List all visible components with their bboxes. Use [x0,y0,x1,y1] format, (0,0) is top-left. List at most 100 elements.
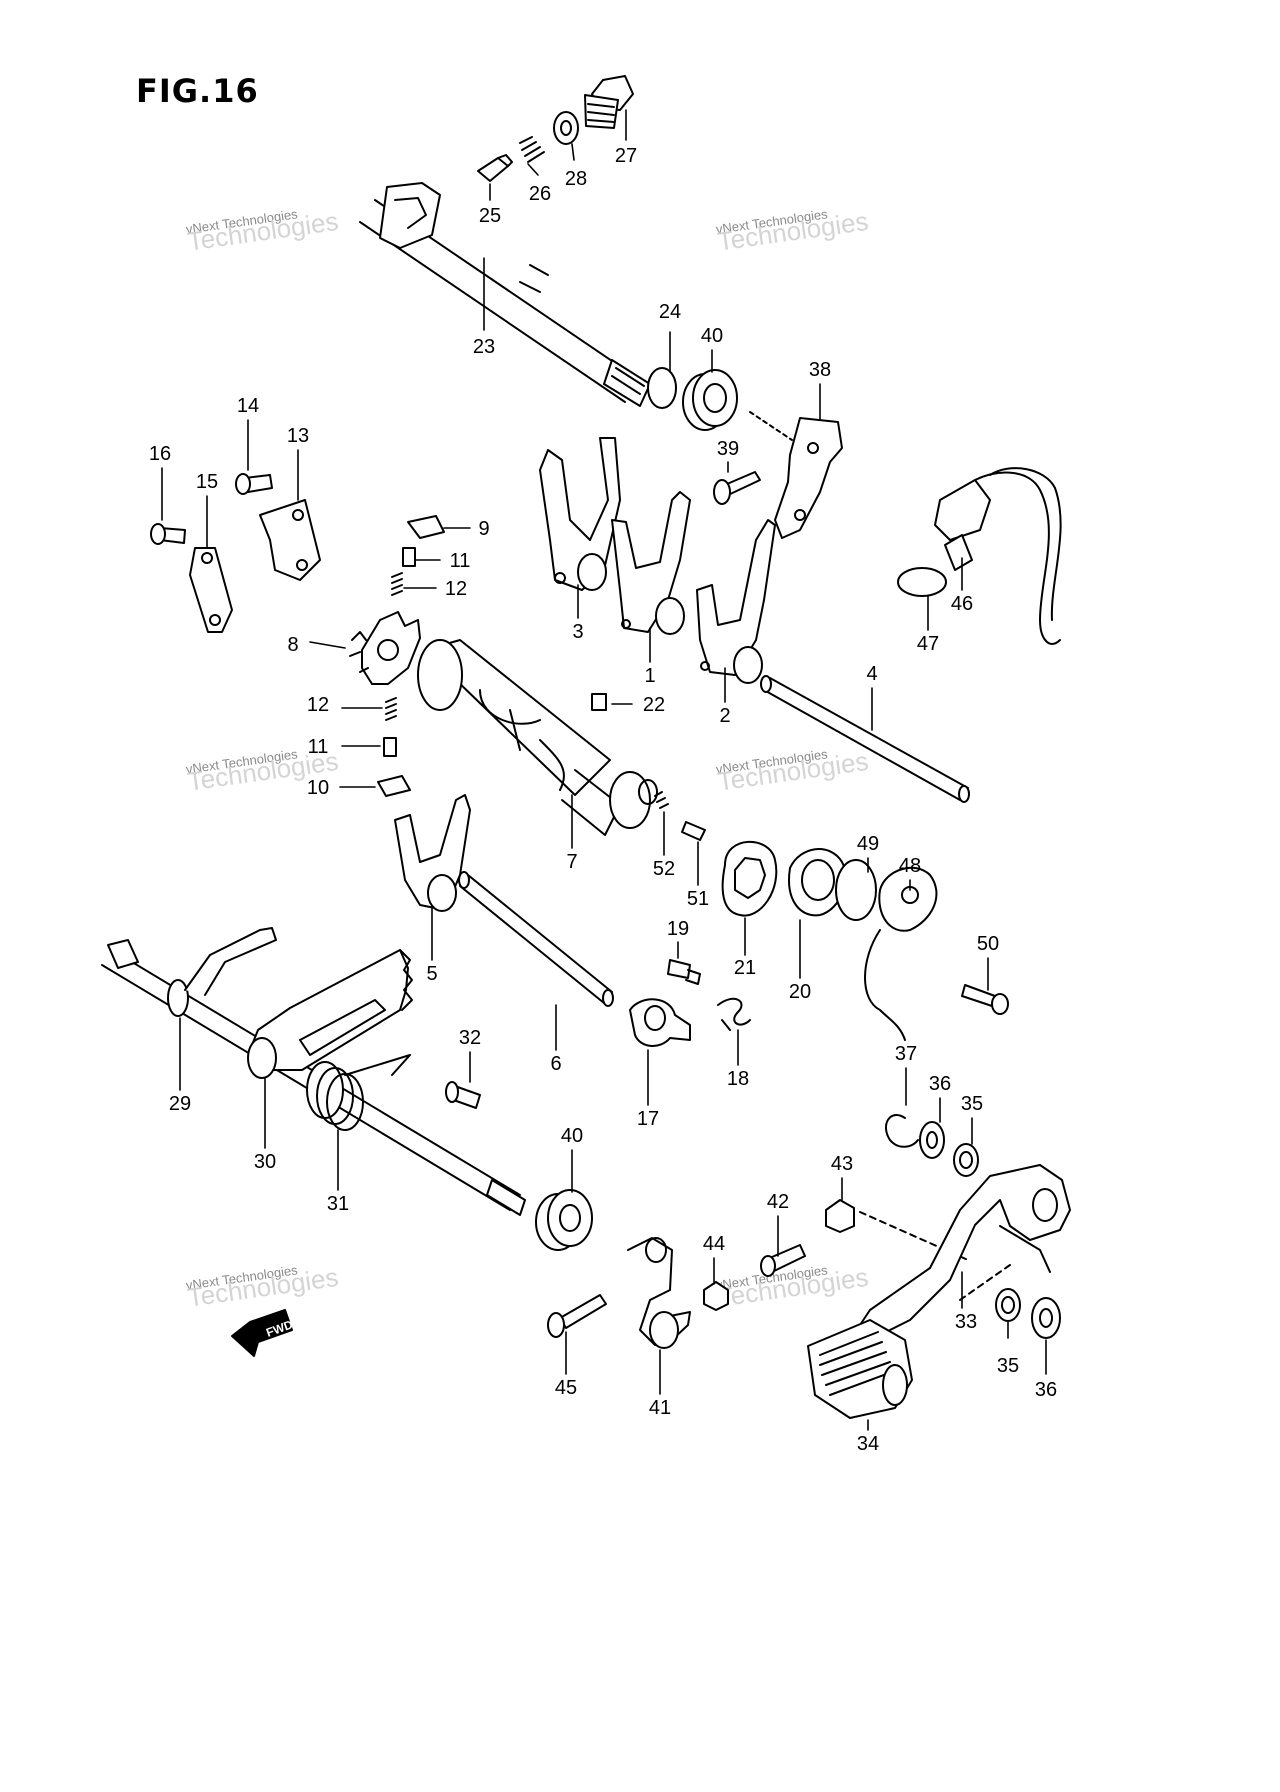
pin-11 [402,547,416,567]
leader-lines [161,109,1047,1431]
spring-52 [654,791,669,809]
part-label: 27 [615,145,637,167]
nut-44 [703,1281,729,1311]
pawl-9 [407,515,445,539]
part-label: 12 [307,694,329,716]
part-label: 6 [550,1053,561,1075]
part-label: 16 [149,443,171,465]
bearing-40-top [682,369,738,431]
part-labels: 27 28 26 25 23 24 40 38 39 14 13 16 15 9… [149,145,1057,1455]
gear-sensor-48 [864,866,938,1041]
part-label: 21 [734,957,756,979]
part-label: 20 [789,981,811,1003]
part-label: 11 [450,550,471,572]
part-label: 11 [308,736,329,758]
pin-22 [591,693,607,711]
spring-12 [391,572,403,596]
part-label: 48 [899,855,921,877]
figure-title: FIG.16 [136,72,259,110]
nut-43 [825,1199,855,1233]
cam-gear-8 [349,611,421,685]
joint-41 [627,1237,691,1349]
part-label: 2 [719,705,730,727]
part-label: 36 [1035,1379,1057,1401]
part-label: 36 [929,1073,951,1095]
shift-arm-30 [247,949,413,1079]
part-label: 14 [237,395,259,417]
washer-36-upper [919,1121,945,1159]
bolt-14 [235,473,273,495]
shift-fork-1 [611,491,691,635]
fork-shaft-4 [760,675,970,803]
washer-36-lower [1031,1297,1061,1339]
pawl-10 [377,775,411,797]
gearshift-shaft-29 [101,927,526,1216]
seal-35-upper [953,1143,979,1177]
bolt-45 [547,1294,607,1338]
part-label: 31 [327,1193,349,1215]
part-label: 39 [717,438,739,460]
part-label: 41 [649,1397,671,1419]
part-label: 8 [287,634,298,656]
part-label: 35 [961,1093,983,1115]
bearing-40-lower [535,1189,593,1251]
washer-24 [647,367,677,409]
circlip-37 [885,1114,919,1148]
gearshift-lever-33 [859,1164,1071,1336]
part-label: 43 [831,1153,853,1175]
spring-26 [519,136,545,163]
part-label: 52 [653,858,675,880]
part-label: 10 [307,777,329,799]
bolt-32 [445,1081,481,1109]
plate-13 [259,499,321,581]
part-label: 12 [445,578,467,600]
bolt-42 [760,1244,806,1277]
part-label: 7 [566,851,577,873]
part-label: 28 [565,168,587,190]
part-label: 18 [727,1068,749,1090]
part-label: 25 [479,205,501,227]
bolt-16 [150,523,186,545]
part-label: 32 [459,1027,481,1049]
leader [749,411,793,441]
shift-fork-3 [539,437,621,591]
shift-fork-2 [696,519,776,684]
fork-shaft-6 [458,871,614,1007]
part-label: 51 [687,888,709,910]
part-label: 44 [703,1233,725,1255]
washer-28 [553,111,579,145]
part-label: 47 [917,633,939,655]
part-label: 15 [196,471,218,493]
part-label: 46 [951,593,973,615]
shift-fork-5 [394,794,471,912]
shift-shaft-23 [359,182,651,407]
part-label: 30 [254,1151,276,1173]
fwd-arrow-icon: FWD [231,1309,295,1357]
bolt-39 [713,471,761,505]
neutral-switch-46 [897,467,1062,645]
spring-12-lower [385,697,397,721]
part-label: 24 [659,301,681,323]
bolt-19 [667,959,701,985]
part-label: 35 [997,1355,1019,1377]
seal-35-lower [995,1288,1021,1322]
part-label: 33 [955,1311,977,1333]
part-label: 13 [287,425,309,447]
part-label: 23 [473,336,495,358]
part-label: 42 [767,1191,789,1213]
part-label: 40 [701,325,723,347]
shift-drum-7 [417,639,658,836]
o-ring-49 [835,859,877,921]
star-plate-21 [721,840,778,917]
part-label: 22 [643,694,665,716]
roller-17 [629,998,691,1047]
plunger-25 [477,154,513,182]
part-label: 9 [478,518,489,540]
part-label: 26 [529,183,551,205]
part-label: 19 [667,918,689,940]
part-label: 3 [572,621,583,643]
part-label: 4 [866,663,877,685]
part-label: 38 [809,359,831,381]
